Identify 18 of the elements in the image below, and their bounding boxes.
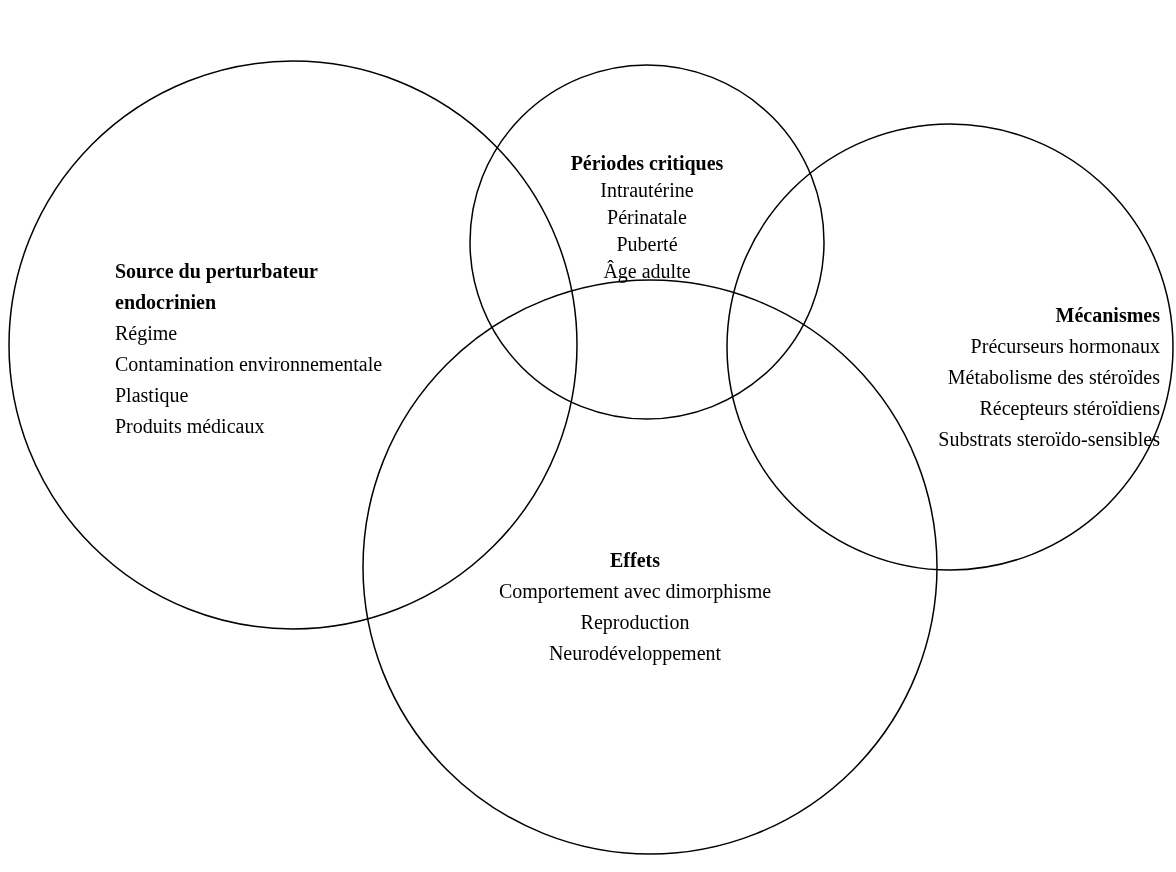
list-item: Puberté: [616, 233, 678, 255]
list-item: Âge adulte: [603, 260, 691, 282]
list-item: Récepteurs stéroïdiens: [979, 397, 1160, 419]
list-item: Métabolisme des stéroïdes: [947, 366, 1160, 388]
circle-heading: Mécanismes: [1055, 304, 1160, 326]
list-item: Intrautérine: [600, 179, 694, 201]
list-item: Reproduction: [580, 611, 690, 633]
list-item: Neurodéveloppement: [548, 642, 722, 664]
list-item: Produits médicaux: [115, 415, 265, 437]
list-item: Comportement avec dimorphisme: [498, 580, 772, 602]
circle-heading: Effets: [610, 549, 660, 571]
list-item: Périnatale: [607, 206, 687, 228]
circle-heading: Source du perturbateur endocrinien: [115, 260, 318, 313]
list-item: Régime: [115, 322, 178, 344]
circle-heading: Périodes critiques: [570, 152, 724, 174]
list-item: Contamination environnementale: [115, 353, 383, 375]
list-item: Plastique: [115, 384, 189, 406]
list-item: Précurseurs hormonaux: [970, 335, 1160, 357]
